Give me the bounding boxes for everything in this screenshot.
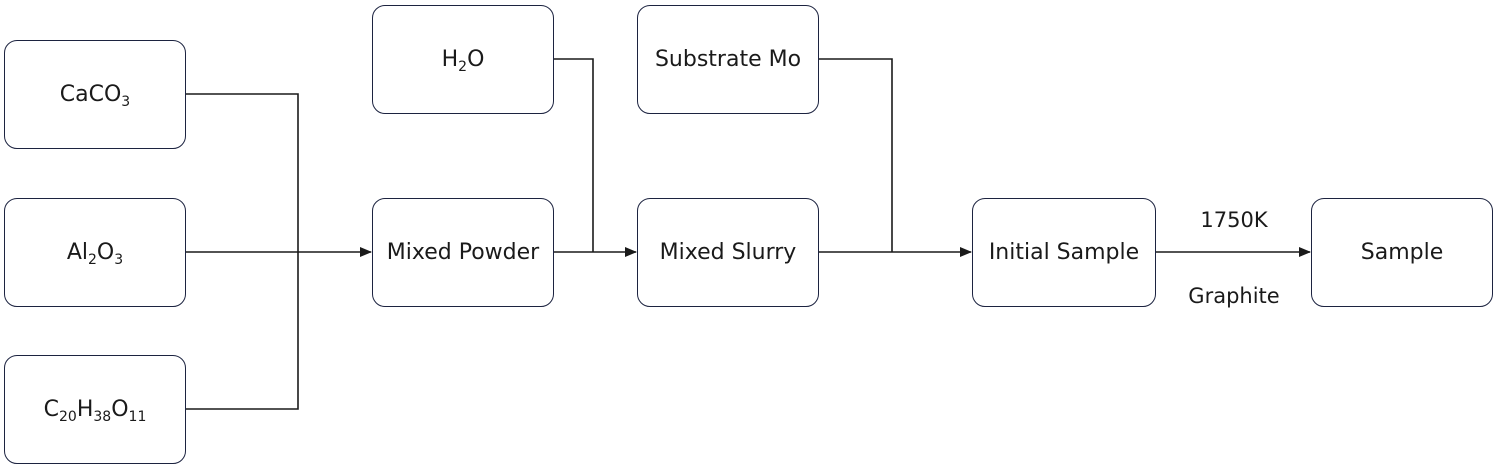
- mixed-powder-label: Mixed Powder: [386, 240, 540, 265]
- connector-caco3: [186, 93, 299, 252]
- formula-symbol: O: [467, 47, 485, 72]
- node-al2o3: Al2O3: [4, 198, 186, 307]
- formula-subscript: 2: [458, 59, 468, 75]
- node-sample: Sample: [1311, 198, 1493, 307]
- formula-subscript: 38: [93, 409, 112, 425]
- formula-symbol: H: [76, 397, 94, 422]
- node-initial-sample: Initial Sample: [972, 198, 1156, 307]
- formula-label: Al2O3: [66, 240, 124, 268]
- formula-label: H2O: [441, 47, 485, 75]
- connector-c20h38o11: [186, 252, 299, 410]
- node-mixed-powder: Mixed Powder: [372, 198, 554, 307]
- formula-subscript: 11: [128, 409, 147, 425]
- substrate-mo-label: Substrate Mo: [654, 47, 802, 72]
- formula-symbol: Al: [66, 240, 88, 265]
- node-caco3: CaCO3: [4, 40, 186, 149]
- formula-symbol: O: [96, 240, 115, 265]
- formula-symbol: O: [111, 397, 129, 422]
- formula-symbol: H: [441, 47, 459, 72]
- formula-symbol: CaCO: [59, 82, 122, 107]
- formula-subscript: 3: [114, 252, 124, 268]
- formula-subscript: 3: [121, 94, 131, 110]
- connector-h2o: [554, 58, 594, 252]
- node-c20h38o11: C20H38O11: [4, 355, 186, 464]
- formula-label: C20H38O11: [43, 397, 147, 425]
- initial-sample-label: Initial Sample: [988, 240, 1140, 265]
- formula-symbol: C: [43, 397, 59, 422]
- formula-subscript: 2: [88, 252, 97, 268]
- sample-label: Sample: [1360, 240, 1444, 265]
- formula-label: CaCO3: [59, 82, 131, 110]
- formula-subscript: 20: [59, 409, 77, 425]
- node-substrate-mo: Substrate Mo: [637, 5, 819, 114]
- node-mixed-slurry: Mixed Slurry: [637, 198, 819, 307]
- connector-substrate-mo: [819, 58, 893, 252]
- node-h2o: H2O: [372, 5, 554, 114]
- graphite-label: Graphite: [1188, 284, 1280, 308]
- mixed-slurry-label: Mixed Slurry: [659, 240, 797, 265]
- temperature-label: 1750K: [1200, 208, 1268, 232]
